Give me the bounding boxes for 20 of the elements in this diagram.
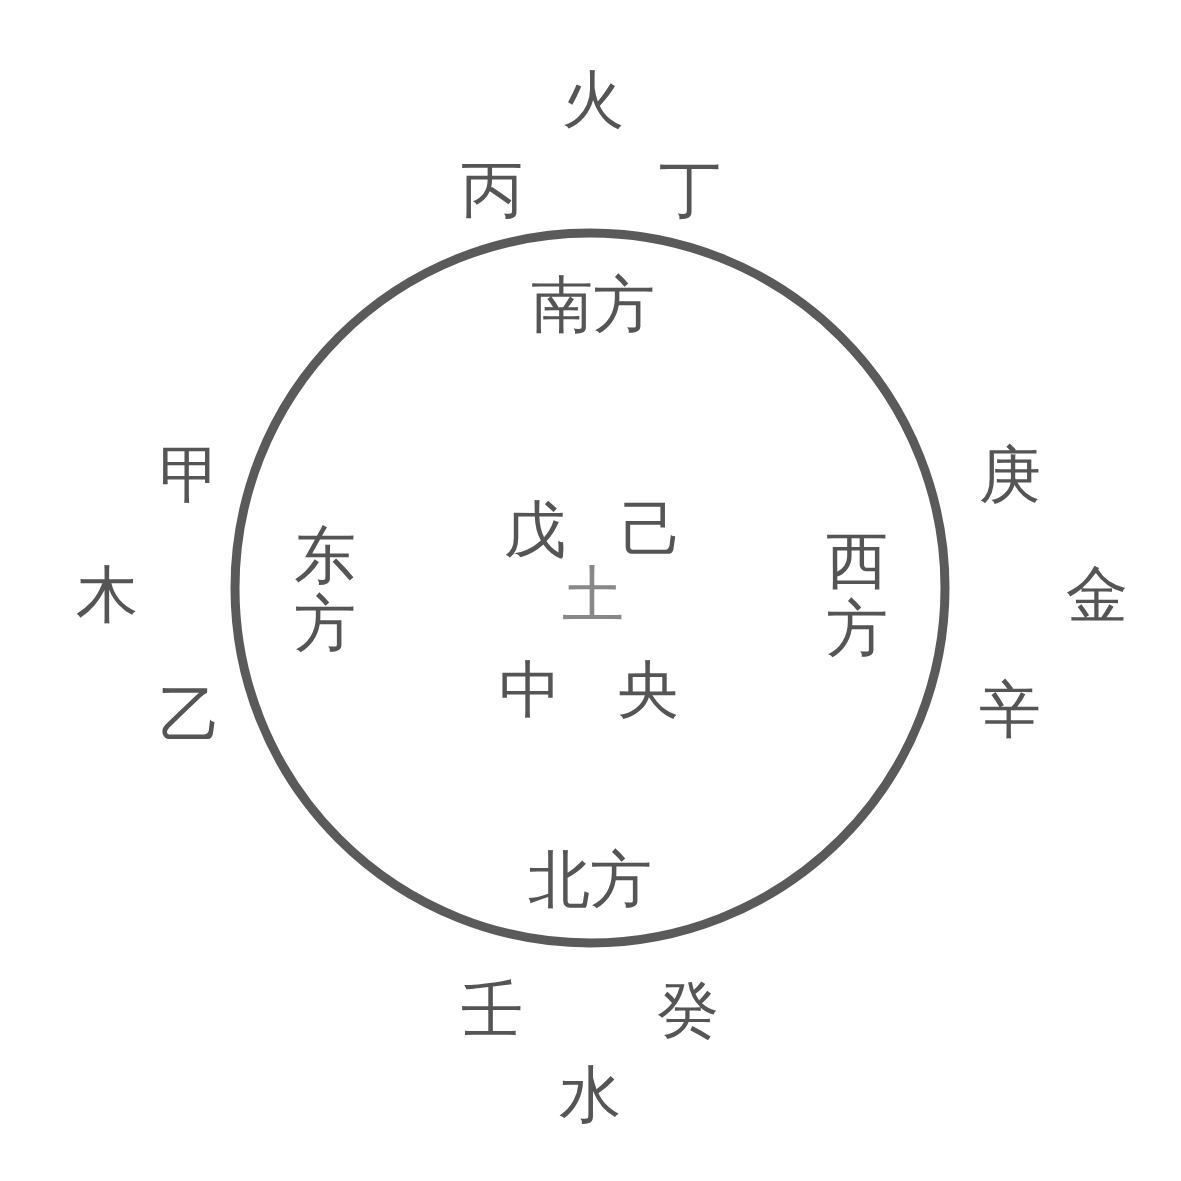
label-text: 木: [76, 560, 138, 630]
label-text: 水: [559, 1060, 621, 1130]
label-text: 丙: [461, 155, 523, 225]
label-text: 辛: [979, 675, 1041, 745]
label-text: 北方: [528, 845, 652, 915]
label-text: 火: [562, 65, 624, 135]
label-text: 金: [1066, 560, 1128, 630]
label-text: 丁: [659, 155, 721, 225]
label-text: 己: [621, 495, 683, 565]
label-text: 东方: [294, 521, 356, 659]
circle-outline: [229, 227, 951, 949]
label-text: 央: [617, 655, 679, 725]
label-text: 甲: [159, 440, 221, 510]
label-text: 南方: [531, 270, 655, 340]
label-text: 癸: [657, 975, 719, 1045]
label-text: 庚: [979, 440, 1041, 510]
label-text: 中: [499, 655, 561, 725]
label-text: 壬: [461, 975, 523, 1045]
label-text: 西方: [826, 526, 888, 664]
label-text: 乙: [159, 680, 221, 750]
